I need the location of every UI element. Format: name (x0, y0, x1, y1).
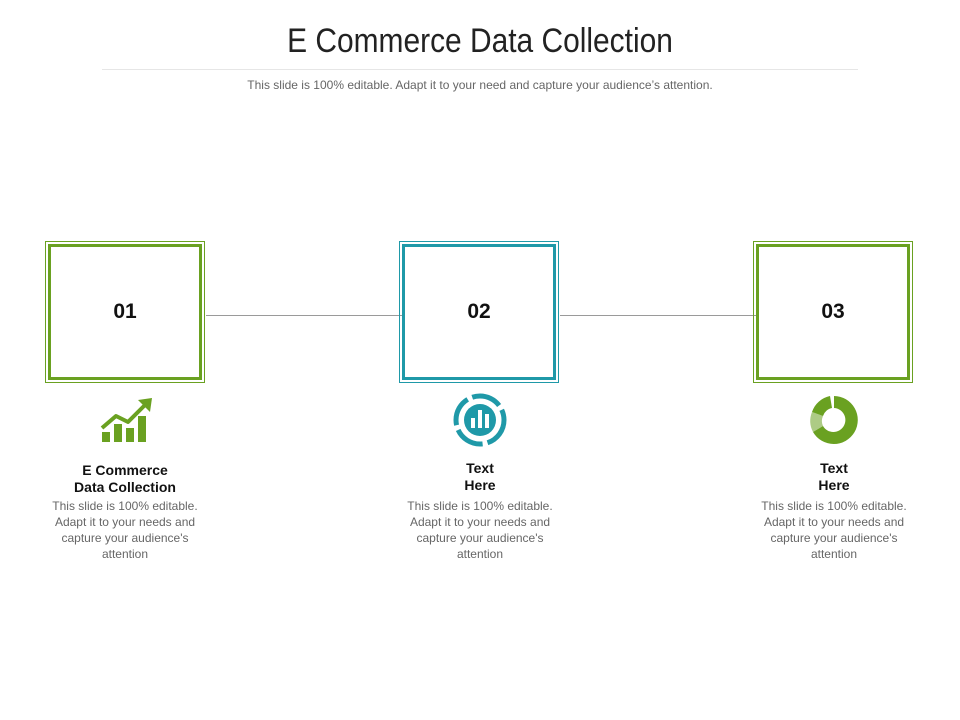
donut-chart-icon (810, 396, 858, 444)
connector-line-1 (206, 315, 402, 316)
step-box-1: 01 (45, 241, 205, 383)
step-heading-2: Text Here (395, 460, 565, 494)
step-heading-2-line2: Here (464, 477, 496, 493)
step-box-3: 03 (753, 241, 913, 383)
step-heading-2-line1: Text (466, 460, 494, 476)
step-heading-1-line1: E Commerce (82, 462, 168, 478)
step-heading-3-line2: Here (818, 477, 850, 493)
step-number-2: 02 (467, 300, 491, 323)
step-heading-3-line1: Text (820, 460, 848, 476)
step-description-2: This slide is 100% editable. Adapt it to… (407, 499, 553, 561)
step-number-3: 03 (821, 300, 845, 323)
step-description-3: This slide is 100% editable. Adapt it to… (761, 499, 907, 561)
title-divider (102, 69, 858, 70)
circular-bar-chart-icon (453, 393, 507, 447)
step-box-2: 02 (399, 241, 559, 383)
connector-line-2 (560, 315, 756, 316)
step-description-1: This slide is 100% editable. Adapt it to… (52, 499, 198, 561)
step-heading-1: E Commerce Data Collection (40, 462, 210, 496)
slide-title: E Commerce Data Collection (287, 22, 673, 60)
slide-subtitle: This slide is 100% editable. Adapt it to… (247, 78, 713, 92)
growth-bar-chart-icon (100, 398, 152, 442)
step-number-1: 01 (113, 300, 137, 323)
step-heading-1-line2: Data Collection (74, 479, 176, 495)
step-heading-3: Text Here (749, 460, 919, 494)
